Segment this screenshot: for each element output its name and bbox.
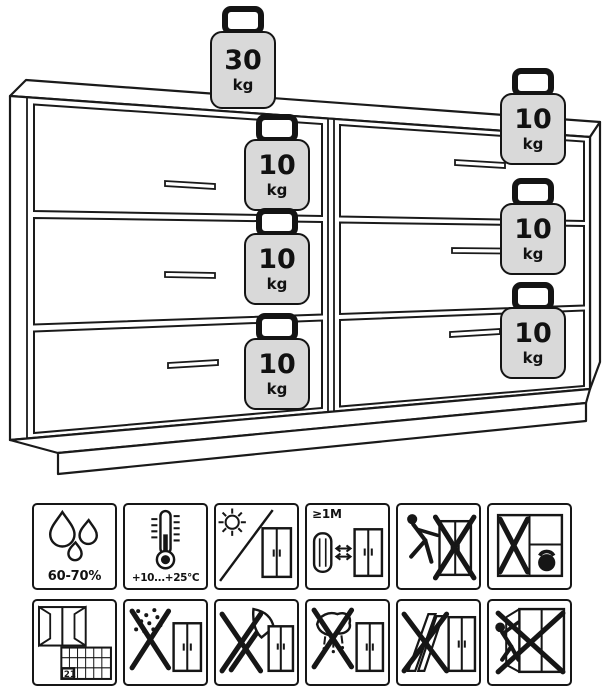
weight-unit: kg [266, 274, 288, 293]
humidity-range-label: 60-70% [47, 569, 102, 584]
weight-unit: kg [232, 75, 254, 94]
sun-wardrobe-icon [218, 508, 293, 582]
weight-10kg-left-drawer-1: 10 kg [244, 114, 310, 211]
weight-body: 10 kg [500, 93, 566, 165]
care-tile-ventilation: 21 [32, 599, 117, 686]
calendar-day-label: 21 [64, 670, 76, 680]
weight-body: 10 kg [244, 233, 310, 305]
weight-unit: kg [522, 348, 544, 367]
care-tile-no-sharp-tools [214, 599, 299, 686]
weight-10kg-left-drawer-2: 10 kg [244, 208, 310, 305]
weight-value: 10 [258, 149, 296, 181]
weight-value: 10 [514, 103, 552, 135]
weight-unit: kg [266, 379, 288, 398]
weight-10kg-right-drawer-1: 10 kg [500, 68, 566, 165]
care-tile-no-leaning [396, 599, 481, 686]
care-tile-no-climbing [487, 599, 572, 686]
water-drops-icon [48, 509, 98, 562]
person-pushing-wardrobe-icon [407, 514, 477, 581]
weight-30kg-top: 30 kg [210, 6, 276, 109]
heat-distance-label: ≥1M [312, 507, 342, 521]
weight-10kg-right-drawer-3: 10 kg [500, 282, 566, 379]
weight-value: 10 [258, 348, 296, 380]
leaning-panels-icon [401, 611, 477, 674]
thermometer-icon [151, 509, 180, 570]
weight-value: 10 [514, 317, 552, 349]
weight-value: 10 [514, 213, 552, 245]
dresser-load-diagram: 30 kg 10 kg 10 kg 10 kg 10 kg 10 [8, 6, 602, 476]
weight-body: 10 kg [500, 203, 566, 275]
care-tile-no-heavy-objects [487, 503, 572, 590]
weight-unit: kg [522, 134, 544, 153]
weight-unit: kg [266, 180, 288, 199]
care-tile-temperature: +10...+25°C [123, 503, 208, 590]
care-tile-humidity: 60-70% [32, 503, 117, 590]
heater-distance-icon [312, 528, 384, 578]
wet-cloth-icon [311, 607, 385, 673]
care-tile-heat-distance: ≥1M [305, 503, 390, 590]
weight-10kg-right-drawer-2: 10 kg [500, 178, 566, 275]
dresser-line-drawing [8, 78, 602, 476]
person-climbing-wardrobe-icon [495, 607, 566, 675]
care-tile-no-abrasives [123, 599, 208, 686]
weight-body: 10 kg [244, 139, 310, 211]
weight-value: 30 [224, 44, 262, 76]
open-window-calendar-icon: 21 [38, 605, 112, 680]
weight-body: 10 kg [244, 338, 310, 410]
axe-icon [219, 607, 295, 674]
no-abrasive-powder-icon [129, 608, 203, 673]
weight-value: 10 [258, 243, 296, 275]
weight-inside-wardrobe-icon [496, 513, 564, 578]
weight-body: 10 kg [500, 307, 566, 379]
care-tile-no-pushing [396, 503, 481, 590]
weight-10kg-left-drawer-3: 10 kg [244, 313, 310, 410]
care-tile-no-direct-sunlight [214, 503, 299, 590]
care-icons-grid: 60-70% +10...+25°C [32, 503, 572, 686]
weight-body: 30 kg [210, 31, 276, 109]
temperature-range-label: +10...+25°C [131, 572, 200, 584]
weight-unit: kg [522, 244, 544, 263]
care-tile-no-wet-cleaning [305, 599, 390, 686]
weight-handle-icon [512, 282, 554, 311]
